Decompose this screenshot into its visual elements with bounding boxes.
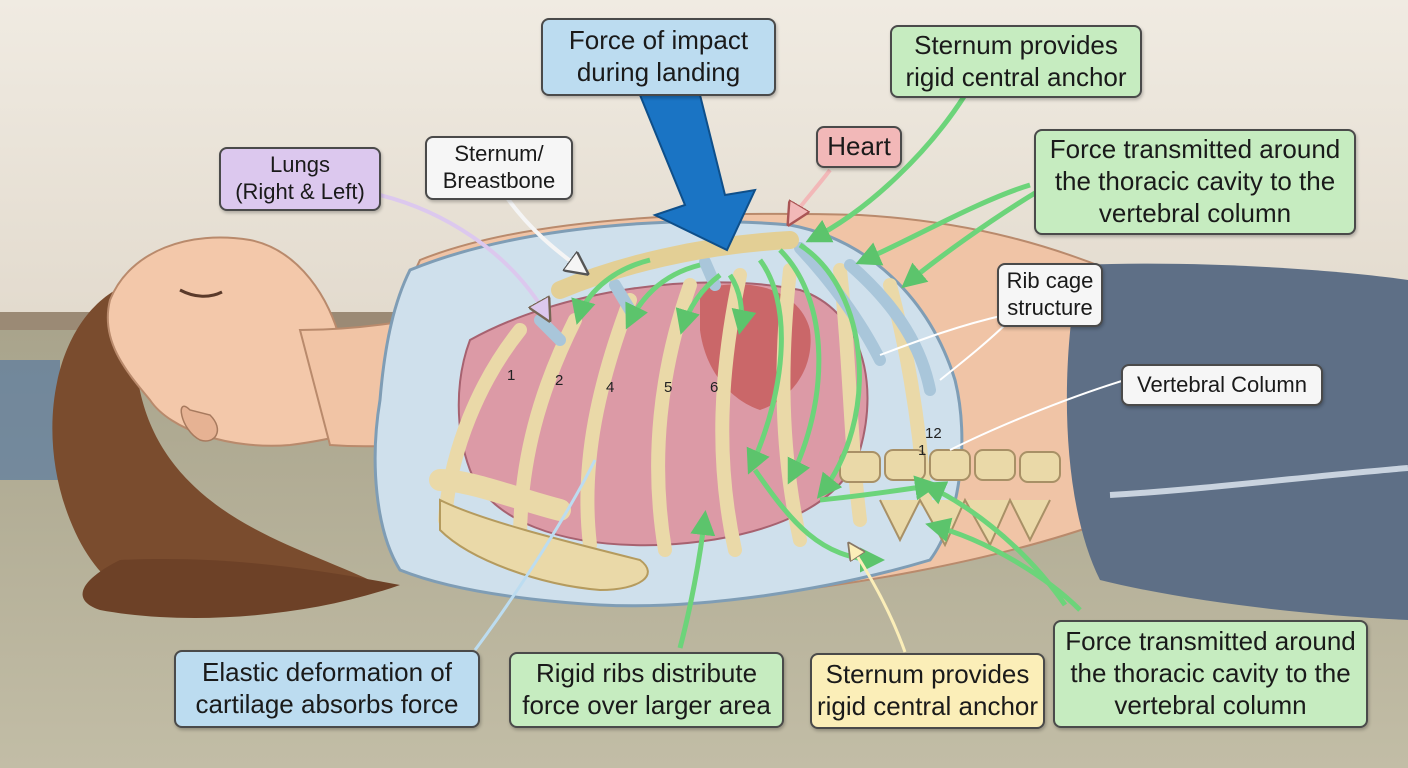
sternum-bone [551,231,799,299]
rib [776,263,807,547]
pointer-line [473,459,597,651]
callout-line: Elastic deformation of [201,657,452,688]
force-arrow [855,182,1031,266]
callout-force-of-impact: Force of impact during landing [541,18,776,96]
callout-line: (Right & Left) [235,179,365,204]
callout-line: the thoracic cavity to the [1054,166,1336,197]
callout-line: cartilage absorbs force [195,689,459,719]
force-arrow [625,262,701,330]
callout-line: structure [1007,295,1093,320]
callout-force-transmitted-bottom: Force transmitted around the thoracic ca… [1053,620,1368,728]
rib [438,323,527,527]
callout-line: Heart [827,131,891,162]
rib-number: 2 [555,372,563,389]
pointer-line [503,193,585,272]
rib-number: 4 [606,379,614,396]
callout-line: Lungs [270,152,330,178]
rib [580,293,637,552]
rib-number: 1 [918,442,926,459]
callout-sternum-breastbone: Sternum/ Breastbone [425,136,573,200]
vertebral-column-bones [839,449,1061,548]
callout-line: Sternum provides [914,29,1118,60]
callout-line: Breastbone [442,168,556,193]
callout-line: Force of impact [568,25,749,56]
vertebra [929,449,971,481]
callout-rigid-ribs: Rigid ribs distribute force over larger … [509,652,784,728]
callout-line: Rigid ribs distribute [535,658,758,689]
rib [513,313,582,547]
callout-line: vertebral column [1114,689,1307,720]
callout-heart: Heart [816,126,902,168]
clavicle [429,469,571,521]
callout-line: Force transmitted around [1049,134,1341,165]
force-arrow [727,273,757,335]
callout-line: Sternum/ [454,141,544,167]
rib-number: 5 [664,379,672,396]
callout-rib-cage: Rib cage structure [997,263,1103,327]
callout-line: Sternum provides [825,659,1030,690]
floor-left-panel [0,360,60,480]
force-arrows [571,93,1082,649]
callout-line: rigid central anchor [816,691,1039,721]
force-arrow [746,258,784,475]
force-arrow [571,257,651,325]
vertebra [884,449,926,481]
pants [1066,263,1408,620]
callout-line: Force transmitted around [1065,626,1356,657]
rib-number: 6 [710,379,718,396]
force-arrow [778,248,822,485]
callout-line: vertebral column [1098,197,1292,228]
force-arrow [805,93,968,243]
callout-sternum-anchor-bottom: Sternum provides rigid central anchor [810,653,1045,729]
callout-line: the thoracic cavity to the [1070,658,1351,689]
callout-elastic-deformation: Elastic deformation of cartilage absorbs… [174,650,480,728]
waistband-stripe [1109,465,1408,498]
callout-force-transmitted-top: Force transmitted around the thoracic ca… [1034,129,1356,235]
pointer-line [379,193,548,318]
pointer-line [790,168,832,222]
callout-line: Vertebral Column [1137,371,1307,397]
callout-lungs: Lungs (Right & Left) [219,147,381,211]
force-arrow [798,242,862,499]
force-arrow [901,187,1042,289]
impact-arrow [638,94,757,252]
callout-line: force over larger area [522,690,771,720]
rib-number: 1 [507,367,515,384]
scapula [439,498,649,592]
ponytail [82,559,400,618]
callout-line: during landing [576,57,741,87]
closed-eye [179,288,223,298]
callout-vertebral-column: Vertebral Column [1121,364,1323,406]
pointer-line [850,545,907,653]
callout-line: rigid central anchor [905,61,1127,92]
pointer-line [949,379,1126,451]
callout-line: Rib cage [1006,268,1094,294]
rib-number: 12 [925,425,942,442]
force-arrow [677,510,716,649]
spinous-processes [879,497,1051,548]
vertebra [1019,451,1061,483]
force-arrow [925,517,1082,612]
vertebra [974,449,1016,481]
cartilage [844,259,936,396]
callout-sternum-anchor-top: Sternum provides rigid central anchor [890,25,1142,98]
force-arrow [675,273,722,335]
vertebra [839,451,881,483]
ear [180,405,219,442]
pointer-line [879,314,1006,356]
